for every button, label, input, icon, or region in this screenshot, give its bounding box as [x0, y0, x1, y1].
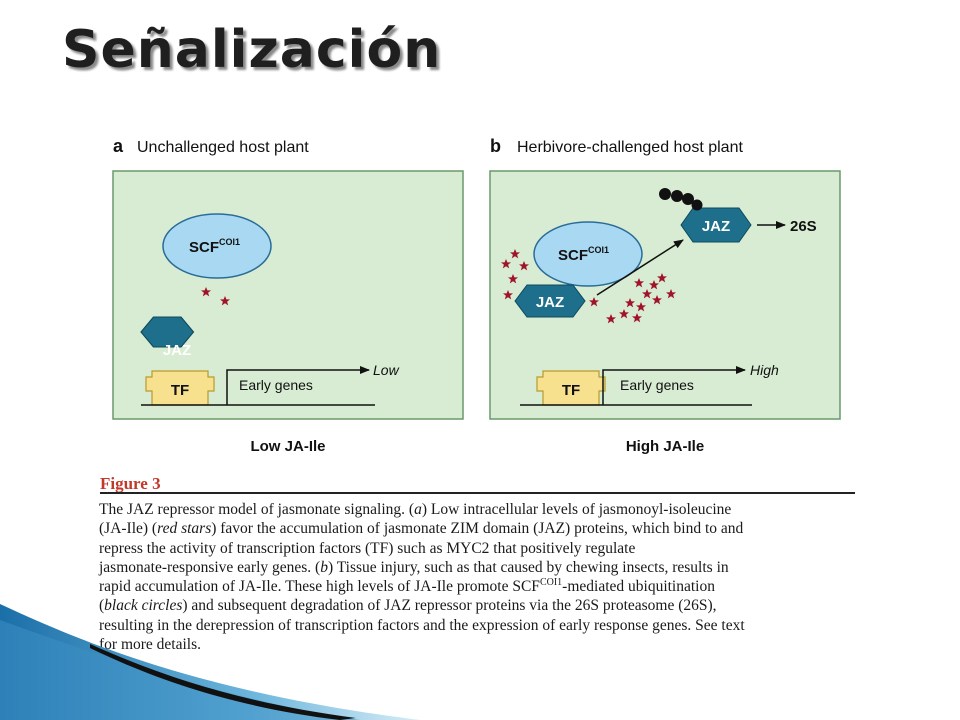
panel-b-jaz-bound-label: JAZ — [536, 294, 564, 311]
figure-caption: The JAZ repressor model of jasmonate sig… — [99, 500, 861, 654]
jaz-repressor-diagram: a Unchallenged host plant SCFCOI1 JAZ TF… — [112, 136, 841, 455]
figure-3: a Unchallenged host plant SCFCOI1 JAZ TF… — [97, 128, 857, 670]
panel-a: a Unchallenged host plant SCFCOI1 JAZ TF… — [112, 136, 464, 455]
slide-title: Señalización — [62, 20, 442, 80]
panel-b-early-genes-label: Early genes — [620, 377, 694, 393]
figure-rule — [100, 492, 855, 494]
caption-line: resulting in the derepression of transcr… — [99, 616, 745, 634]
panel-a-transcription-arrow — [226, 366, 370, 405]
caption-line: repress the activity of transcription fa… — [99, 539, 636, 557]
caption-line: (JA-Ile) (red stars) favor the accumulat… — [99, 520, 744, 538]
panel-a-scf-label: SCFCOI1 — [189, 237, 240, 256]
panel-b-tf-label: TF — [562, 382, 580, 399]
panel-b-scf-complex — [533, 221, 643, 287]
panel-a-early-genes-label: Early genes — [239, 377, 313, 393]
panel-b-level-label: High — [750, 362, 779, 378]
panel-a-title: Unchallenged host plant — [137, 139, 309, 156]
decorative-swoosh — [0, 604, 420, 720]
panel-b-ubiquitin-chain — [659, 188, 703, 211]
panel-a-jaz-label: JAZ — [163, 342, 191, 359]
panel-b-letter: b — [490, 136, 501, 156]
panel-b-jaz-free-label: JAZ — [702, 218, 730, 235]
ubiquitin-circle — [682, 193, 694, 205]
panel-a-jaz-hexagon — [140, 316, 195, 348]
panel-a-letter: a — [113, 136, 124, 156]
panel-b-jaz-bound-hexagon — [514, 284, 586, 318]
caption-line: (black circles) and subsequent degradati… — [99, 597, 717, 615]
ubiquitin-circle — [671, 190, 683, 202]
panel-a-scf-complex — [162, 213, 272, 279]
caption-line: The JAZ repressor model of jasmonate sig… — [99, 501, 732, 518]
panel-a-tf-label: TF — [171, 382, 189, 399]
panel-a-level-label: Low — [373, 362, 400, 378]
panel-b-scf-label: SCFCOI1 — [558, 245, 609, 264]
ubiquitin-circle — [659, 188, 671, 200]
panel-b-ubiquitination-arrow — [596, 239, 684, 296]
figure-label: Figure 3 — [100, 474, 161, 493]
panel-a-footer: Low JA-Ile — [250, 438, 325, 455]
panel-b-26s-label: 26S — [790, 218, 817, 235]
ubiquitin-circle — [691, 199, 703, 211]
caption-line: rapid accumulation of JA-Ile. These high… — [99, 577, 715, 596]
panel-b: b Herbivore-challenged host plant SCFCOI… — [489, 136, 841, 455]
panel-b-title: Herbivore-challenged host plant — [517, 139, 743, 156]
caption-line: jasmonate-responsive early genes. (b) Ti… — [99, 558, 729, 576]
panel-b-footer: High JA-Ile — [626, 438, 704, 455]
caption-line: for more details. — [99, 636, 202, 654]
panel-b-transcription-arrow — [602, 366, 746, 405]
